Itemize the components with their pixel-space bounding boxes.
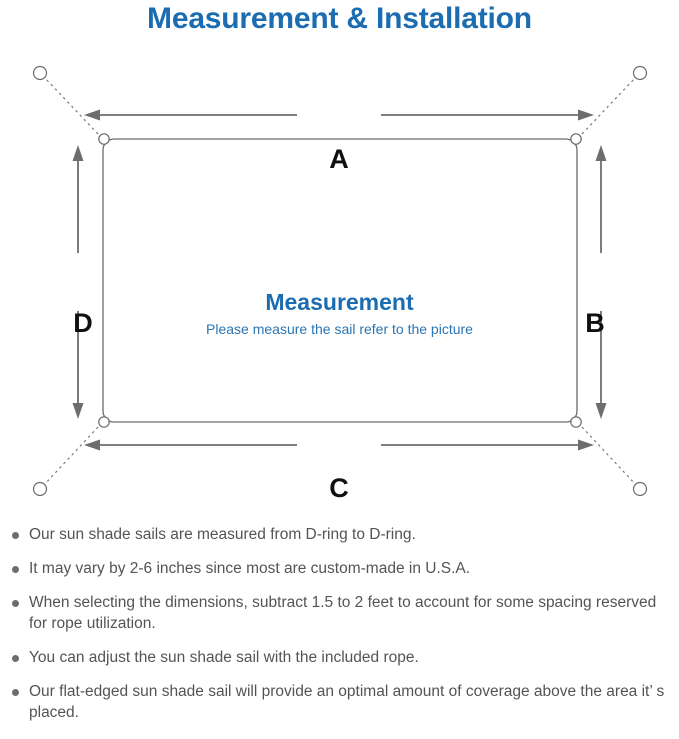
- anchor-point-bottom-left: [32, 481, 48, 497]
- rope-line-top-left: [43, 76, 99, 135]
- list-item: Our sun shade sails are measured from D-…: [0, 524, 679, 545]
- list-item-text: Our flat-edged sun shade sail will provi…: [29, 683, 665, 721]
- notes-list: Our sun shade sails are measured from D-…: [0, 524, 679, 736]
- sail-panel-outline: [102, 138, 578, 423]
- diagram-svg: [32, 65, 648, 497]
- bullet-icon: [12, 566, 19, 573]
- dimension-arrow-c: [84, 439, 594, 451]
- d-ring-top-left: [98, 133, 110, 145]
- list-item-text: It may vary by 2-6 inches since most are…: [29, 560, 471, 577]
- rope-line-bottom-right: [581, 426, 637, 486]
- sun-shade-sail-measurement-diagram: A C D B Measurement Please measure the s…: [0, 48, 679, 518]
- rope-line-top-right: [581, 76, 637, 135]
- dimension-arrow-b: [595, 145, 607, 419]
- anchor-point-top-left: [32, 65, 48, 81]
- dimension-arrow-d: [72, 145, 84, 419]
- anchor-point-bottom-right: [632, 481, 648, 497]
- dimension-arrow-a: [84, 109, 594, 121]
- bullet-icon: [12, 655, 19, 662]
- anchor-point-top-right: [632, 65, 648, 81]
- list-item-text: When selecting the dimensions, subtract …: [29, 594, 657, 632]
- page-title: Measurement & Installation: [147, 2, 532, 35]
- list-item-text: You can adjust the sun shade sail with t…: [29, 649, 419, 666]
- bullet-icon: [12, 689, 19, 696]
- dimension-label-c: C: [329, 473, 349, 503]
- list-item: When selecting the dimensions, subtract …: [0, 592, 679, 634]
- dimension-label-b: B: [585, 308, 605, 338]
- d-ring-bottom-left: [98, 416, 110, 428]
- d-ring-bottom-right: [570, 416, 582, 428]
- bullet-icon: [12, 532, 19, 539]
- list-item-text: Our sun shade sails are measured from D-…: [29, 526, 416, 543]
- dimension-label-a: A: [329, 144, 349, 174]
- rope-line-bottom-left: [43, 426, 99, 486]
- bullet-icon: [12, 600, 19, 607]
- list-item: You can adjust the sun shade sail with t…: [0, 647, 679, 668]
- dimension-label-d: D: [73, 308, 93, 338]
- d-ring-top-right: [570, 133, 582, 145]
- list-item: Our flat-edged sun shade sail will provi…: [0, 681, 679, 723]
- list-item: It may vary by 2-6 inches since most are…: [0, 558, 679, 579]
